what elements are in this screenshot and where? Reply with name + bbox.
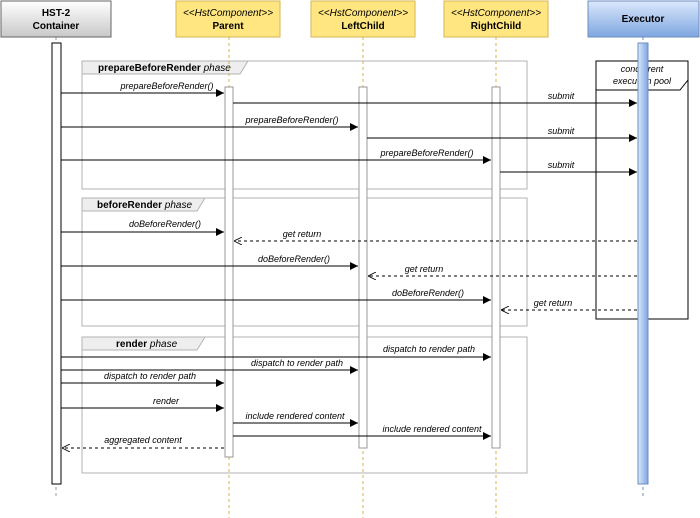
message-label: prepareBeforeRender() [379,148,473,158]
parent-name: Parent [212,21,244,32]
message-label: include rendered content [245,411,345,421]
message-label: dispatch to render path [251,358,343,368]
message-label: submit [548,91,575,101]
message-label: aggregated content [104,435,182,445]
participant-container: HST-2 Container [0,0,112,38]
message-label: dispatch to render path [104,371,196,381]
parent-stereotype: <<HstComponent>> [183,8,273,19]
participant-leftchild: <<HstComponent>> LeftChild [310,0,416,38]
executor-activation [637,42,649,485]
message-label: dispatch to render path [383,344,475,354]
leftchild-activation [358,86,368,449]
rightchild-stereotype: <<HstComponent>> [451,8,541,19]
phase-frame-before-render: beforeRender phase [81,197,528,327]
message-label: get return [534,298,573,308]
message-label: get return [283,229,322,239]
leftchild-stereotype: <<HstComponent>> [318,8,408,19]
participant-rightchild: <<HstComponent>> RightChild [443,0,549,38]
message-label: submit [548,126,575,136]
message-label: prepareBeforeRender() [244,115,338,125]
container-title-line1: HST-2 [42,8,71,19]
phase-frame-render: render phase [81,336,528,474]
phase-label-before-render: beforeRender phase [97,200,192,211]
participant-executor: Executor [587,0,700,38]
executor-name: Executor [622,14,665,25]
message-label: render [153,396,180,406]
rightchild-name: RightChild [471,21,522,32]
leftchild-name: LeftChild [341,21,384,32]
phase-frame-prepare: prepareBeforeRender phase [81,60,528,190]
message-label: doBeforeRender() [129,219,201,229]
message-label: include rendered content [382,424,482,434]
message-label: doBeforeRender() [258,254,330,264]
parent-activation [224,86,234,458]
message-label: doBeforeRender() [392,288,464,298]
message-label: get return [405,264,444,274]
container-title-line2: Container [33,21,80,32]
message-label: prepareBeforeRender() [119,81,213,91]
phase-label-render: render phase [116,339,178,350]
message-label: submit [548,160,575,170]
container-activation [51,42,62,485]
rightchild-activation [491,86,501,449]
participant-parent: <<HstComponent>> Parent [175,0,281,38]
phase-label-prepare: prepareBeforeRender phase [98,63,231,74]
